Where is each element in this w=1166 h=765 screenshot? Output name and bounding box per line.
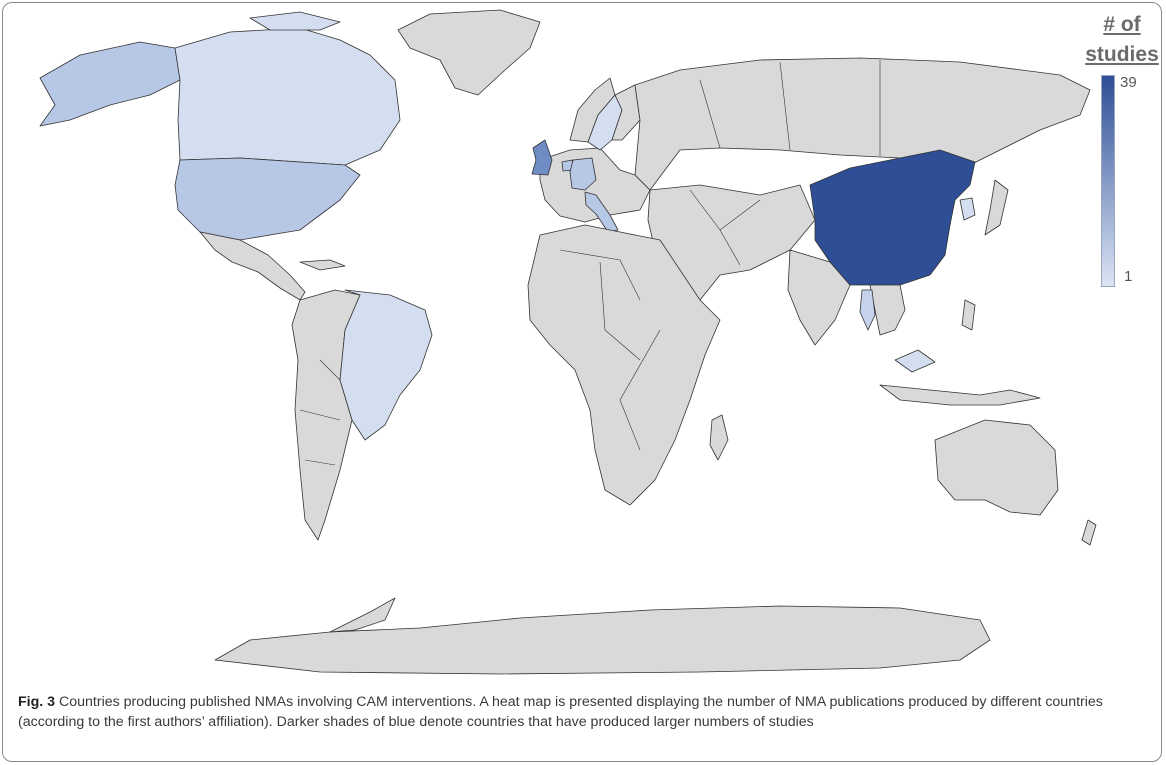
region-greenland [397, 9, 541, 96]
region-antarctic-peninsula [329, 597, 396, 633]
legend-max-label: 39 [1120, 74, 1137, 91]
region-africa [527, 224, 721, 506]
region-madagascar [709, 414, 729, 461]
caption-label: Fig. 3 [18, 694, 56, 710]
region-united-kingdom [531, 139, 553, 176]
region-malaysia [894, 349, 936, 373]
region-caribbean [299, 259, 346, 271]
region-antarctica [214, 605, 991, 675]
legend-color-bar [1101, 75, 1115, 287]
region-korea [959, 197, 976, 221]
caption-text: Countries producing published NMAs invol… [18, 694, 1103, 730]
region-new-zealand [1081, 519, 1097, 546]
legend-min-label: 1 [1124, 268, 1133, 285]
region-thailand [859, 289, 876, 331]
region-alaska [39, 41, 181, 127]
region-united-states [174, 157, 361, 241]
region-mexico [199, 231, 306, 301]
world-map [39, 9, 1097, 675]
region-brazil [339, 289, 433, 441]
region-indochina [869, 284, 906, 336]
region-germany [569, 157, 597, 191]
region-china [809, 149, 976, 286]
region-indonesia [879, 384, 1041, 406]
region-arctic-islands [249, 11, 341, 31]
region-australia [934, 419, 1059, 516]
legend-title: # of studies [1085, 13, 1159, 66]
region-philippines [961, 299, 976, 331]
region-russia [634, 57, 1091, 191]
region-japan [984, 179, 1009, 236]
region-canada [174, 27, 401, 166]
figure-caption: Fig. 3 Countries producing published NMA… [18, 692, 1154, 732]
